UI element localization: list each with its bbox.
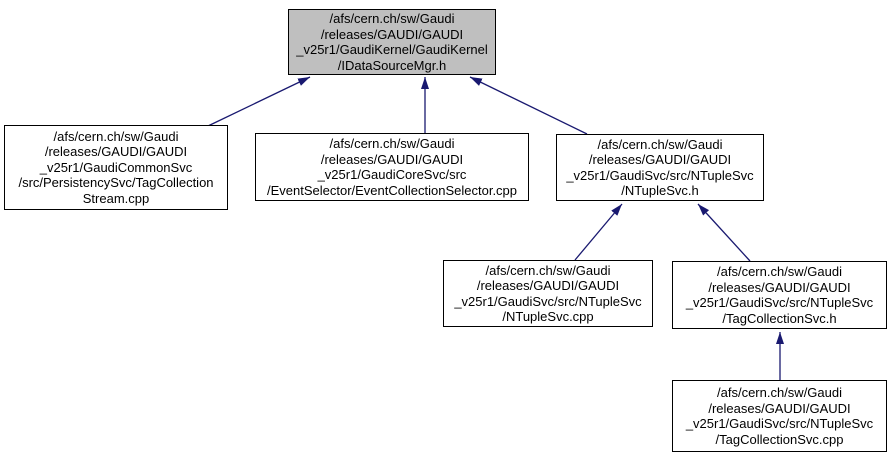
- graph-node-tagcollectionsvc-cpp[interactable]: /afs/cern.ch/sw/Gaudi /releases/GAUDI/GA…: [672, 380, 887, 452]
- graph-node-label: /afs/cern.ch/sw/Gaudi /releases/GAUDI/GA…: [266, 136, 518, 198]
- graph-node-tagcollectionstream-cpp[interactable]: /afs/cern.ch/sw/Gaudi /releases/GAUDI/GA…: [4, 125, 228, 210]
- graph-node-label: /afs/cern.ch/sw/Gaudi /releases/GAUDI/GA…: [296, 11, 488, 73]
- graph-node-label: /afs/cern.ch/sw/Gaudi /releases/GAUDI/GA…: [18, 128, 214, 206]
- graph-node-idatasourcemgr-h: /afs/cern.ch/sw/Gaudi /releases/GAUDI/GA…: [288, 9, 496, 75]
- graph-node-label: /afs/cern.ch/sw/Gaudi /releases/GAUDI/GA…: [454, 262, 642, 325]
- edge-tagcollectionsvc-h-to-ntuplesvc-h: [697, 203, 751, 262]
- edge-tagcollectionstream-to-idatasourcemgr: [207, 76, 311, 127]
- graph-node-ntuplesvc-h[interactable]: /afs/cern.ch/sw/Gaudi /releases/GAUDI/GA…: [556, 134, 764, 201]
- graph-node-tagcollectionsvc-h[interactable]: /afs/cern.ch/sw/Gaudi /releases/GAUDI/GA…: [672, 261, 887, 329]
- edge-ntuplesvc-h-to-idatasourcemgr: [469, 76, 588, 135]
- graph-node-eventcollectionselector-cpp[interactable]: /afs/cern.ch/sw/Gaudi /releases/GAUDI/GA…: [255, 133, 529, 201]
- graph-node-label: /afs/cern.ch/sw/Gaudi /releases/GAUDI/GA…: [685, 385, 874, 447]
- graph-node-label: /afs/cern.ch/sw/Gaudi /releases/GAUDI/GA…: [685, 264, 874, 326]
- edge-ntuplesvc-cpp-to-ntuplesvc-h: [574, 203, 623, 261]
- graph-node-label: /afs/cern.ch/sw/Gaudi /releases/GAUDI/GA…: [566, 136, 754, 199]
- graph-node-ntuplesvc-cpp[interactable]: /afs/cern.ch/sw/Gaudi /releases/GAUDI/GA…: [443, 260, 653, 327]
